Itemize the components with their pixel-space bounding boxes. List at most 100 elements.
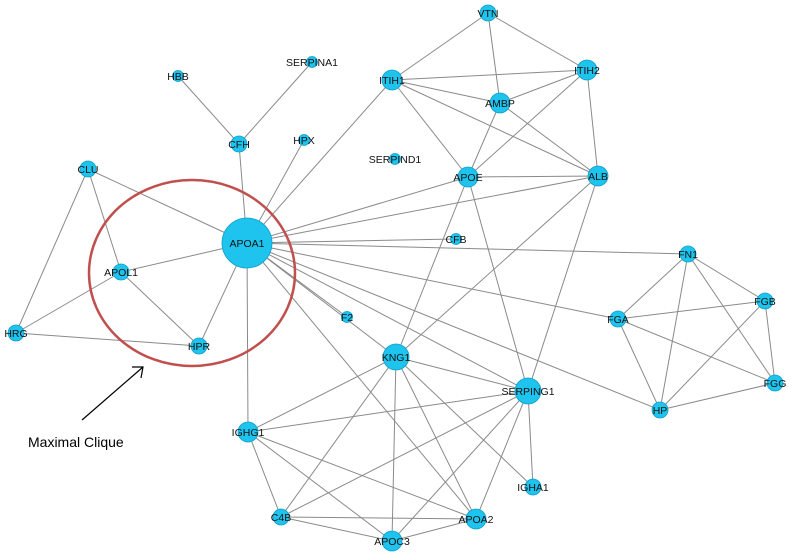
node-cfb: CFB (446, 233, 467, 246)
edge-fn1-fgg (687, 253, 776, 384)
node-cfh: CFH (228, 135, 250, 153)
node-serpina1: SERPINA1 (286, 56, 338, 69)
node-circle-itih2 (576, 59, 598, 81)
node-hbb: HBB (167, 70, 189, 83)
node-itih1: ITIH1 (379, 69, 405, 91)
edge-alb-kng1 (395, 175, 599, 358)
node-igha1: IGHA1 (517, 478, 549, 496)
node-f2: F2 (341, 311, 353, 324)
node-hpr: HPR (188, 337, 211, 355)
node-hrg: HRG (4, 324, 28, 342)
node-circle-kng1 (382, 343, 410, 371)
node-fga: FGA (607, 310, 629, 328)
edge-ighg1-c4b (247, 431, 282, 518)
node-label-c4b: C4B (271, 512, 291, 524)
node-circle-hpx (298, 134, 310, 146)
edge-serping1-apoa2 (475, 390, 529, 520)
node-circle-cfh (230, 135, 248, 153)
edge-fga-hp (617, 318, 661, 411)
edge-serping1-c4b (280, 390, 529, 518)
edge-ambp-apoe (467, 102, 501, 178)
node-label-fn1: FN1 (678, 249, 698, 261)
node-label-ambp: AMBP (485, 98, 515, 110)
node-apoe: APOE (453, 166, 483, 188)
node-circle-fga (609, 310, 627, 328)
edge-kng1-ighg1 (247, 356, 397, 433)
edge-fgg-hp (659, 382, 776, 411)
node-label-f2: F2 (341, 312, 353, 324)
edge-itih1-itih2 (391, 69, 588, 81)
node-label-hp: HP (653, 405, 668, 417)
node-label-serpind1: SERPIND1 (369, 154, 422, 166)
node-label-apoe: APOE (453, 172, 482, 184)
edge-apoa1-fga (246, 242, 619, 320)
node-circle-apoa1 (221, 217, 273, 269)
edge-itih1-ambp (391, 79, 501, 104)
node-clu: CLU (77, 160, 99, 178)
node-label-ighg1: IGHG1 (232, 427, 265, 439)
edge-apoe-alb (467, 175, 599, 178)
node-ighg1: IGHG1 (232, 421, 265, 443)
edge-apoa1-hp (246, 242, 661, 411)
node-alb: ALB (587, 165, 609, 187)
node-hp: HP (651, 401, 669, 419)
edge-vtn-itih2 (487, 12, 588, 71)
node-circle-apoa2 (465, 508, 487, 530)
node-itih2: ITIH2 (574, 59, 600, 81)
edge-c4b-apoa2 (280, 516, 477, 520)
node-label-vtn: VTN (478, 8, 499, 20)
node-label-igha1: IGHA1 (517, 482, 549, 494)
edge-serping1-ighg1 (247, 390, 529, 433)
edge-c4b-apoc3 (280, 516, 393, 542)
edge-hbb-cfh (177, 75, 240, 145)
node-circle-apol1 (112, 263, 130, 281)
node-apoa2: APOA2 (458, 508, 494, 530)
edge-vtn-ambp (487, 12, 501, 104)
edge-serpina1-cfh (238, 61, 313, 145)
node-serpind1: SERPIND1 (369, 153, 422, 166)
node-label-serping1: SERPING1 (501, 386, 554, 398)
node-ambp: AMBP (485, 92, 515, 114)
edge-fgb-fgg (764, 300, 776, 384)
node-label-hpr: HPR (188, 341, 211, 353)
node-apol1: APOL1 (104, 263, 138, 281)
node-circle-f2 (341, 311, 353, 323)
edge-alb-apoa1 (246, 175, 599, 244)
edge-fga-fgb (617, 300, 766, 320)
node-circle-cfb (450, 233, 462, 245)
node-circle-itih1 (381, 69, 403, 91)
edge-fn1-fga (617, 253, 689, 320)
node-circle-hbb (172, 70, 184, 82)
edge-alb-serping1 (527, 175, 599, 392)
edge-fga-fgg (617, 318, 776, 384)
node-circle-ighg1 (237, 421, 259, 443)
edge-clu-apoa1 (87, 168, 248, 244)
edge-apol1-hrg (15, 271, 122, 334)
node-fgb: FGB (754, 292, 776, 310)
edge-apoa1-cfb (246, 238, 457, 244)
node-circle-serpind1 (389, 153, 401, 165)
edge-itih2-alb (586, 69, 599, 177)
edge-serping1-apoc3 (391, 390, 529, 542)
node-label-fgb: FGB (754, 296, 776, 308)
node-fgg: FGG (764, 374, 786, 392)
node-label-kng1: KNG1 (382, 352, 411, 364)
node-label-hbb: HBB (167, 71, 189, 83)
edge-apol1-hpr (120, 271, 200, 347)
edge-fn1-hp (659, 253, 689, 411)
edge-apoe-kng1 (395, 176, 469, 358)
node-vtn: VTN (478, 4, 499, 22)
node-label-hpx: HPX (293, 135, 315, 147)
node-circle-serping1 (514, 377, 542, 405)
node-label-cfb: CFB (446, 234, 467, 246)
edge-ambp-alb (499, 102, 599, 177)
node-circle-c4b (272, 508, 290, 526)
edge-kng1-c4b (280, 356, 397, 518)
node-apoa1: APOA1 (221, 217, 273, 269)
node-c4b: C4B (271, 508, 291, 526)
node-label-clu: CLU (77, 164, 98, 176)
node-circle-clu (79, 160, 97, 178)
